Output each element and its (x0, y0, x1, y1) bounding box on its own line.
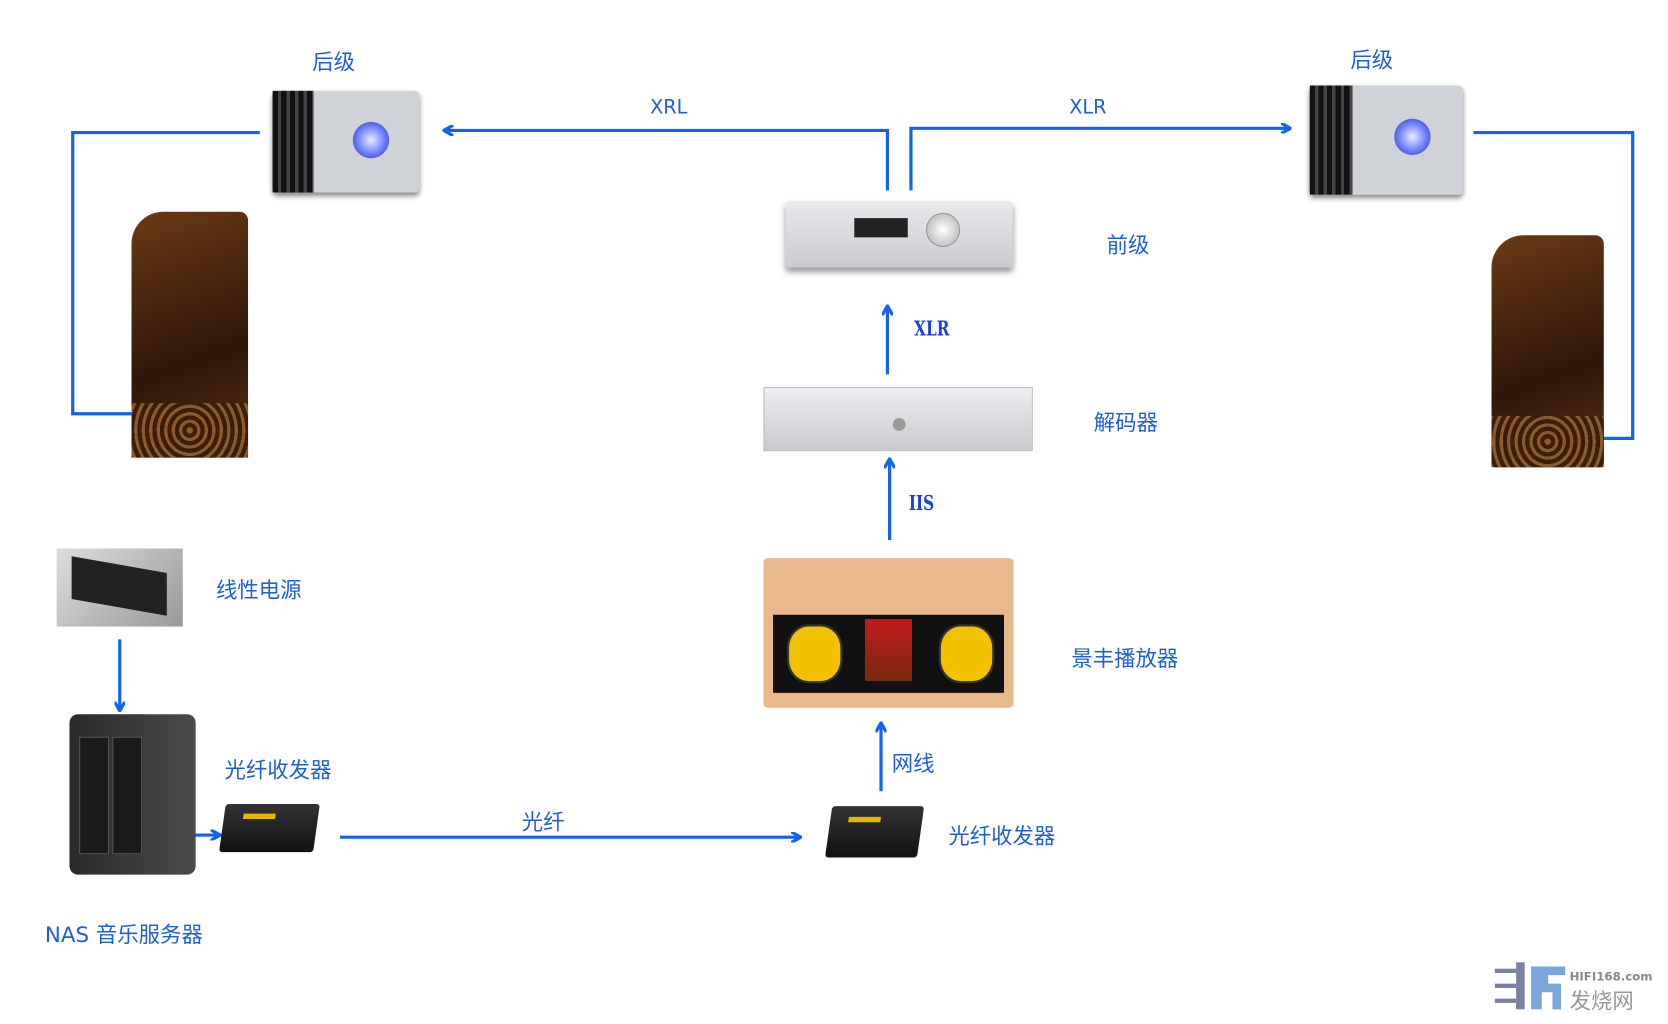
label-conn-xrl: XRL (650, 96, 688, 119)
label-transceiver-left: 光纤收发器 (224, 756, 332, 783)
fiber-transceiver-right-image (825, 806, 925, 858)
line-pre-to-left-amp (445, 130, 890, 191)
label-conn-xlr-dac: XLR (914, 317, 950, 342)
label-conn-fiber: 光纤 (521, 809, 565, 836)
linear-psu-image (56, 548, 183, 627)
speaker-left-image (131, 211, 249, 458)
label-power-amp-right: 后级 (1350, 47, 1394, 73)
label-conn-iis: IIS (908, 491, 935, 516)
hifi168-logo-icon (1494, 962, 1566, 1010)
power-amplifier-left-image (272, 90, 420, 193)
label-nas: NAS 音乐服务器 (44, 921, 203, 948)
label-power-amp-left: 后级 (312, 49, 355, 75)
fiber-transceiver-left-image (219, 804, 320, 853)
label-dac: 解码器 (1093, 409, 1158, 436)
player-image (763, 558, 1014, 708)
power-amplifier-right-image (1309, 85, 1463, 195)
watermark-logo: HIFI168.com 发烧网 (1494, 960, 1653, 1014)
watermark-name: 发烧网 (1569, 987, 1634, 1014)
label-psu: 线性电源 (215, 577, 302, 604)
label-preamp: 前级 (1106, 232, 1150, 258)
line-pre-to-right-amp (909, 128, 1289, 191)
label-conn-xlr-right: XLR (1069, 96, 1107, 119)
line-right-amp-to-speaker (1473, 130, 1635, 440)
dac-image (763, 387, 1033, 452)
watermark-site: HIFI168.com (1569, 969, 1653, 984)
preamp-image (785, 201, 1013, 268)
speaker-right-image (1491, 235, 1604, 468)
label-conn-network-cable: 网线 (891, 750, 935, 777)
nas-image (69, 714, 196, 875)
label-transceiver-right: 光纤收发器 (948, 823, 1056, 849)
line-left-amp-to-speaker (71, 130, 260, 416)
label-player: 景丰播放器 (1071, 645, 1179, 672)
